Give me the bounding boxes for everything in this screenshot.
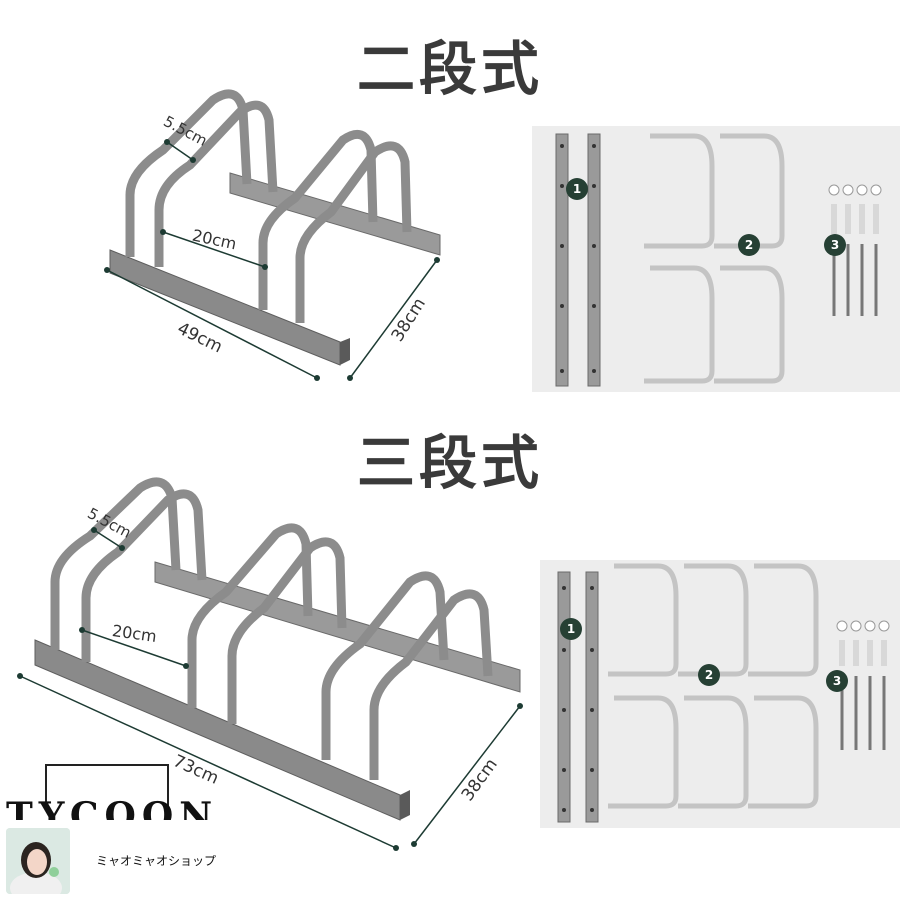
three-tier-parts-panel: 1 2 3 xyxy=(540,560,900,828)
part-badge-2: 2 xyxy=(738,234,760,256)
two-tier-rack-frame xyxy=(109,89,441,366)
avatar xyxy=(6,828,70,894)
logo-frame xyxy=(45,764,169,806)
u-loops xyxy=(644,133,785,384)
shop-name: ミャオミャオショップ xyxy=(96,854,217,868)
two-tier-dimension-lines xyxy=(104,139,440,381)
mounting-plates xyxy=(555,133,601,387)
two-tier-parts-drawing xyxy=(555,133,882,387)
part-badge-3: 3 xyxy=(826,670,848,692)
bolt-set xyxy=(828,184,882,316)
two-tier-rack-drawing xyxy=(104,89,441,381)
avatar-portrait-icon xyxy=(6,828,70,894)
part-badge-1: 1 xyxy=(566,178,588,200)
three-tier-parts-drawing xyxy=(557,563,890,823)
section-title-two-tier: 二段式 xyxy=(356,35,543,103)
three-tier-rack-frame xyxy=(34,477,521,821)
section-title-three-tier: 三段式 xyxy=(356,429,543,497)
u-loops xyxy=(608,563,819,809)
part-badge-2: 2 xyxy=(698,664,720,686)
brand-logo: TYCOON xyxy=(6,795,219,820)
part-badge-3: 3 xyxy=(824,234,846,256)
three-tier-rack-drawing xyxy=(17,477,523,851)
two-tier-parts-panel: 1 2 3 xyxy=(532,126,900,392)
mounting-plates xyxy=(557,571,599,823)
bolt-set xyxy=(836,620,890,750)
three-tier-dimension-lines xyxy=(17,527,523,851)
part-badge-1: 1 xyxy=(560,618,582,640)
